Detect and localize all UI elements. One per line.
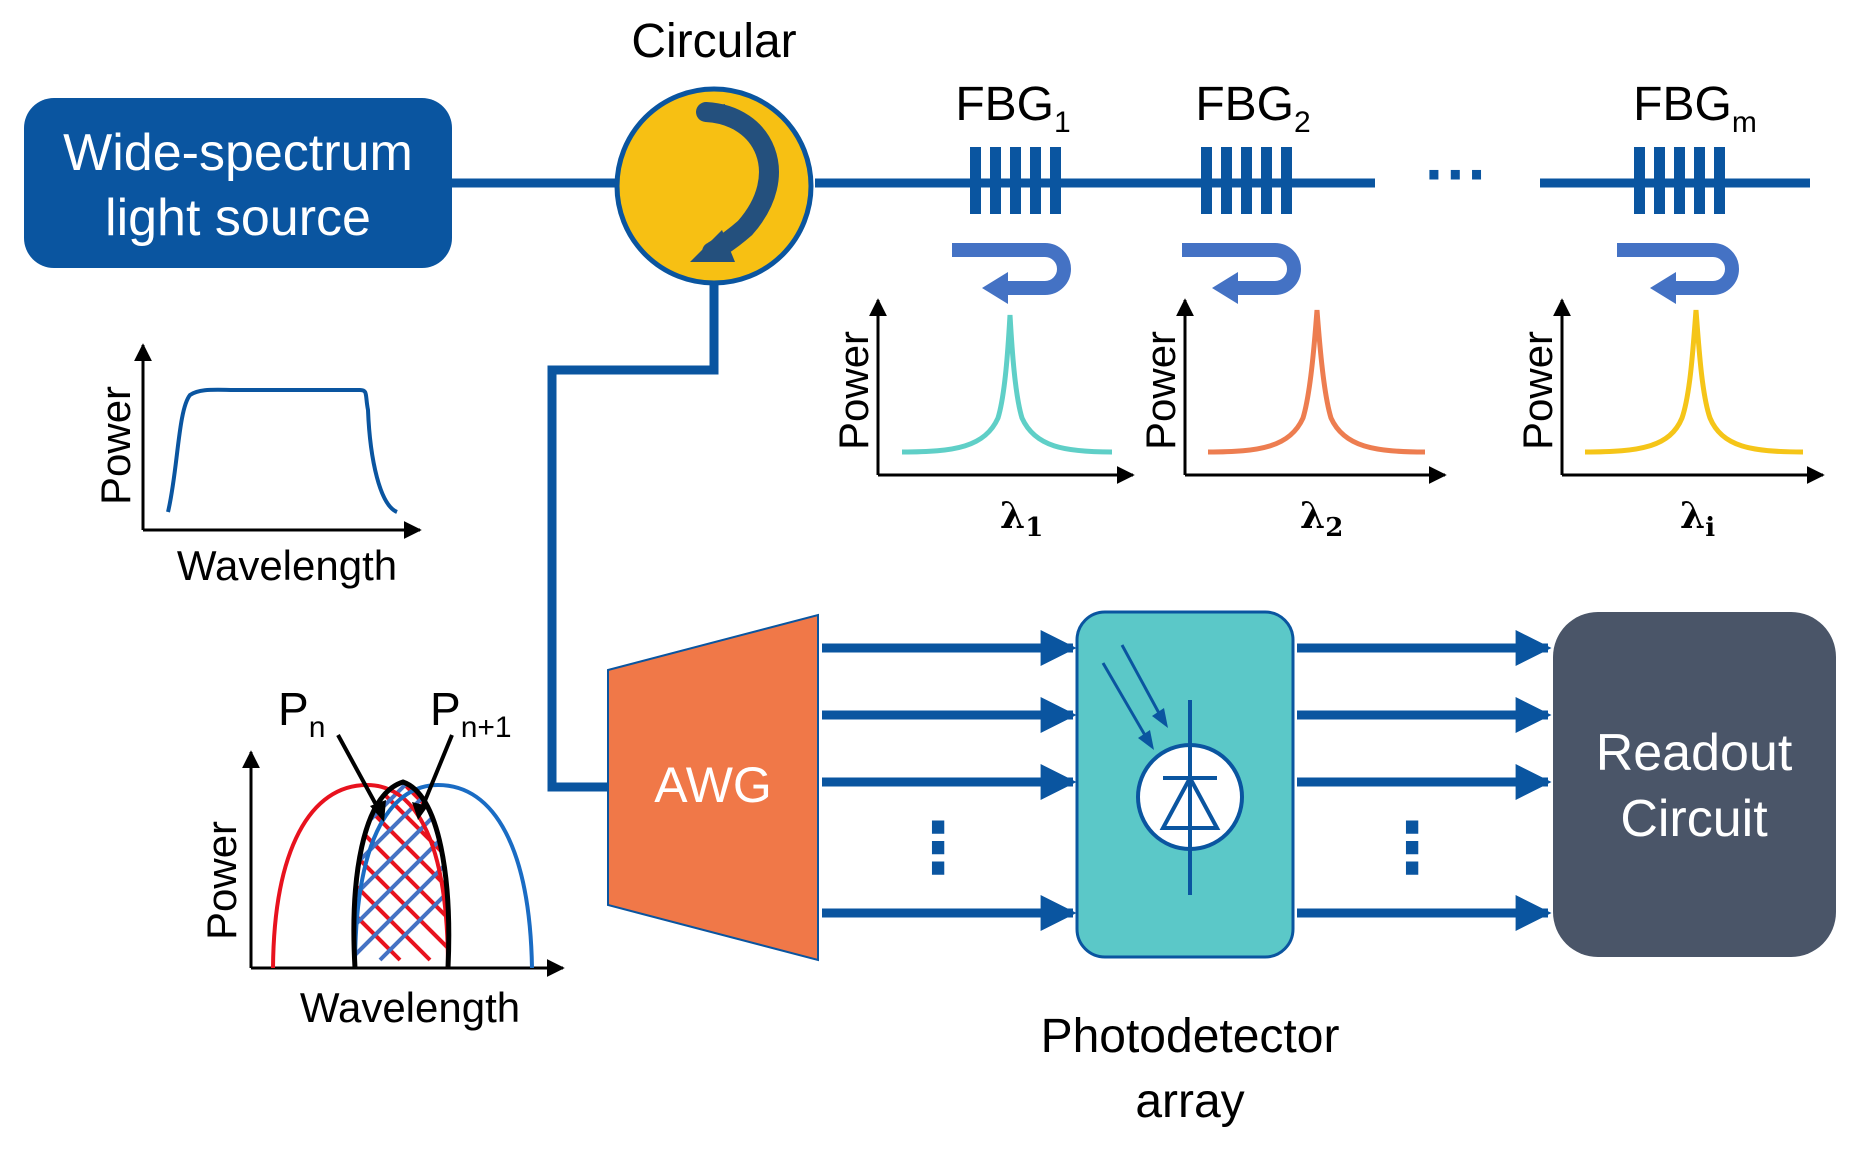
reflect-arrow-1-icon: [952, 243, 1071, 304]
readout-line2: Circuit: [1620, 790, 1768, 848]
circulator-label: Circular: [631, 15, 796, 68]
circulator: Circular: [614, 15, 814, 286]
spectrum-2-xlabel: λ2: [1300, 495, 1343, 543]
fbg-m-grating: [1634, 147, 1725, 214]
spectrum-i-xlabel: λi: [1680, 495, 1715, 543]
reflect-arrow-m-icon: [1617, 243, 1739, 304]
pd-output-arrows: [1297, 630, 1552, 931]
overlap-pn-label: Pn: [278, 683, 325, 744]
spectrum-2-peak: [1207, 309, 1426, 455]
fbg-2-grating: [1201, 147, 1292, 214]
readout-circuit: Readout Circuit: [1553, 612, 1836, 957]
circulator-arrow-icon: [690, 102, 779, 262]
awg-vdots: ⋮: [903, 809, 973, 887]
overlap-xlabel: Wavelength: [300, 984, 520, 1031]
overlap-outline: [351, 779, 452, 969]
spectrum-2: Power λ2: [1137, 298, 1447, 543]
awg-label: AWG: [654, 757, 772, 813]
fbg-1-label: FBG1: [955, 78, 1070, 139]
awg-output-arrows: [822, 630, 1077, 931]
source-spectrum: Power Wavelength: [92, 343, 422, 589]
spectrum-1-ylabel: Power: [830, 331, 877, 450]
spectrum-i: Power λi: [1514, 298, 1825, 543]
spectrum-2-ylabel: Power: [1137, 331, 1184, 450]
fbg-1-grating: [970, 147, 1061, 214]
reflect-arrow-2-icon: [1182, 243, 1301, 304]
awg-block: AWG: [607, 613, 819, 962]
spectrum-1-peak: [901, 314, 1113, 455]
source-spectrum-curve: [166, 387, 399, 514]
photodetector-array: Photodetector array: [1041, 610, 1340, 1128]
spectrum-1: Power λ1: [830, 298, 1135, 543]
photodetector-line1: Photodetector: [1041, 1010, 1340, 1063]
overlap-pn1-label: Pn+1: [430, 683, 512, 744]
spectrum-i-ylabel: Power: [1514, 331, 1561, 450]
overlap-spectrum: Pn Pn+1 Power Wavelength: [198, 683, 565, 1031]
source-spectrum-xlabel: Wavelength: [177, 542, 397, 589]
spectrum-i-peak: [1584, 309, 1804, 455]
source-spectrum-ylabel: Power: [92, 386, 139, 505]
light-source-line1: Wide-spectrum: [63, 124, 413, 182]
fbg-m-label: FBGm: [1633, 78, 1757, 139]
readout-line1: Readout: [1596, 724, 1793, 782]
overlap-curve-pn1: [353, 782, 534, 969]
light-source-box: Wide-spectrum light source: [24, 98, 452, 268]
light-source-line2: light source: [105, 189, 371, 247]
photodiode-icon: [1101, 644, 1244, 895]
fbg-2-label: FBG2: [1195, 78, 1310, 139]
fbg-ellipsis: ···: [1425, 138, 1489, 210]
photodetector-line2: array: [1135, 1075, 1244, 1128]
overlap-ylabel: Power: [198, 821, 245, 940]
pd-vdots: ⋮: [1377, 809, 1447, 887]
spectrum-1-xlabel: λ1: [1000, 495, 1043, 543]
